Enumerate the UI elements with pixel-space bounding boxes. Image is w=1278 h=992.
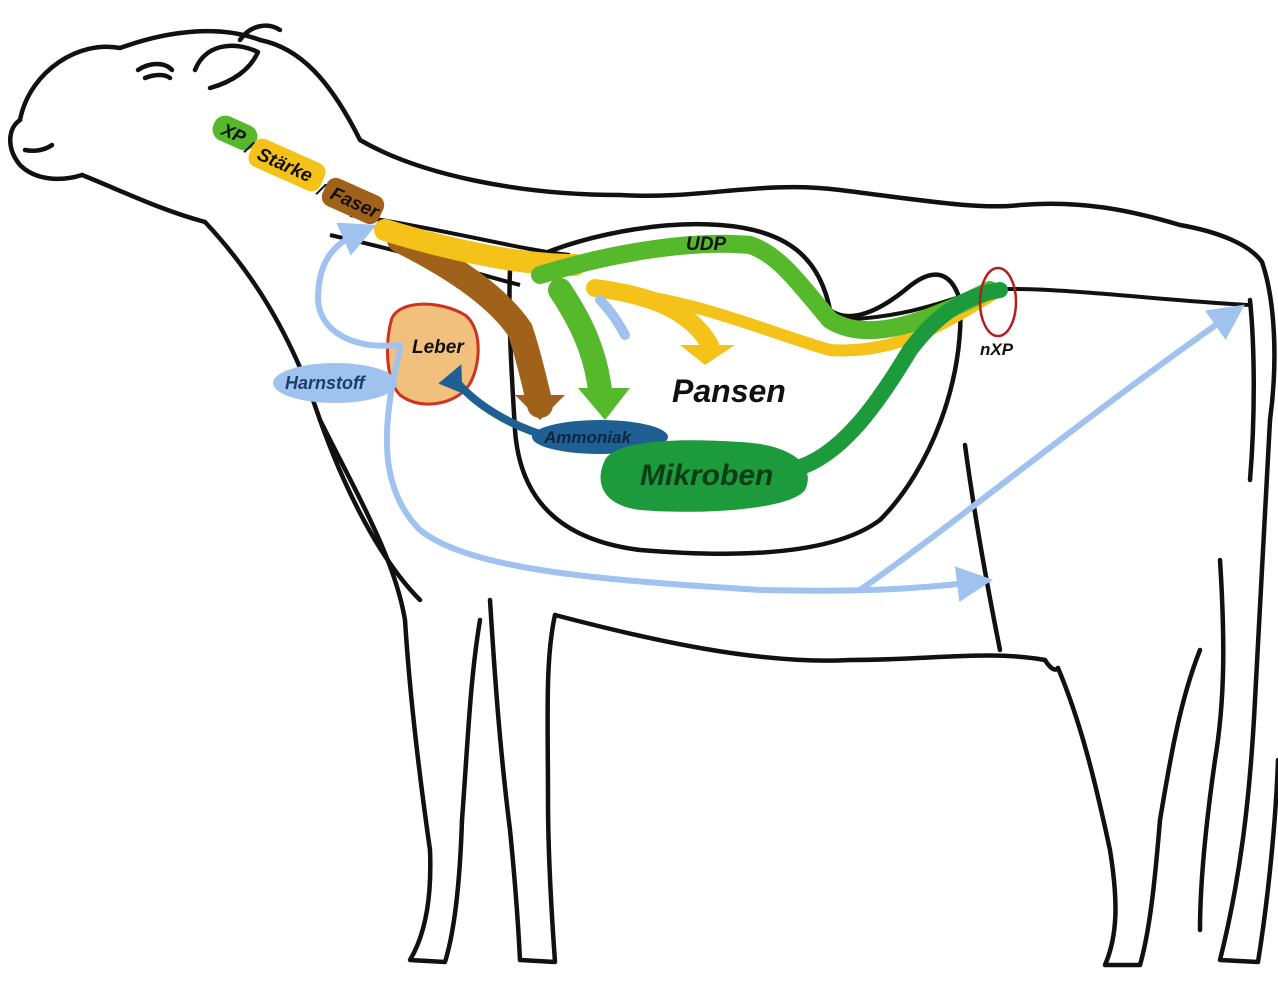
udp-label: UDP — [686, 234, 726, 255]
feed-label-group: XP / Stärke / Faser — [209, 112, 388, 228]
harnstoff-label: Harnstoff — [285, 373, 367, 393]
mikroben-label: Mikroben — [640, 459, 773, 492]
nxp-label: nXP — [980, 340, 1014, 359]
ammoniak-label: Ammoniak — [543, 428, 632, 447]
mikroben-blob: Mikroben — [601, 440, 808, 511]
leber-label: Leber — [412, 337, 465, 358]
pansen-label: Pansen — [672, 373, 786, 409]
nxp-marker: nXP — [980, 268, 1016, 359]
harnstoff-badge: Harnstoff — [273, 363, 397, 403]
